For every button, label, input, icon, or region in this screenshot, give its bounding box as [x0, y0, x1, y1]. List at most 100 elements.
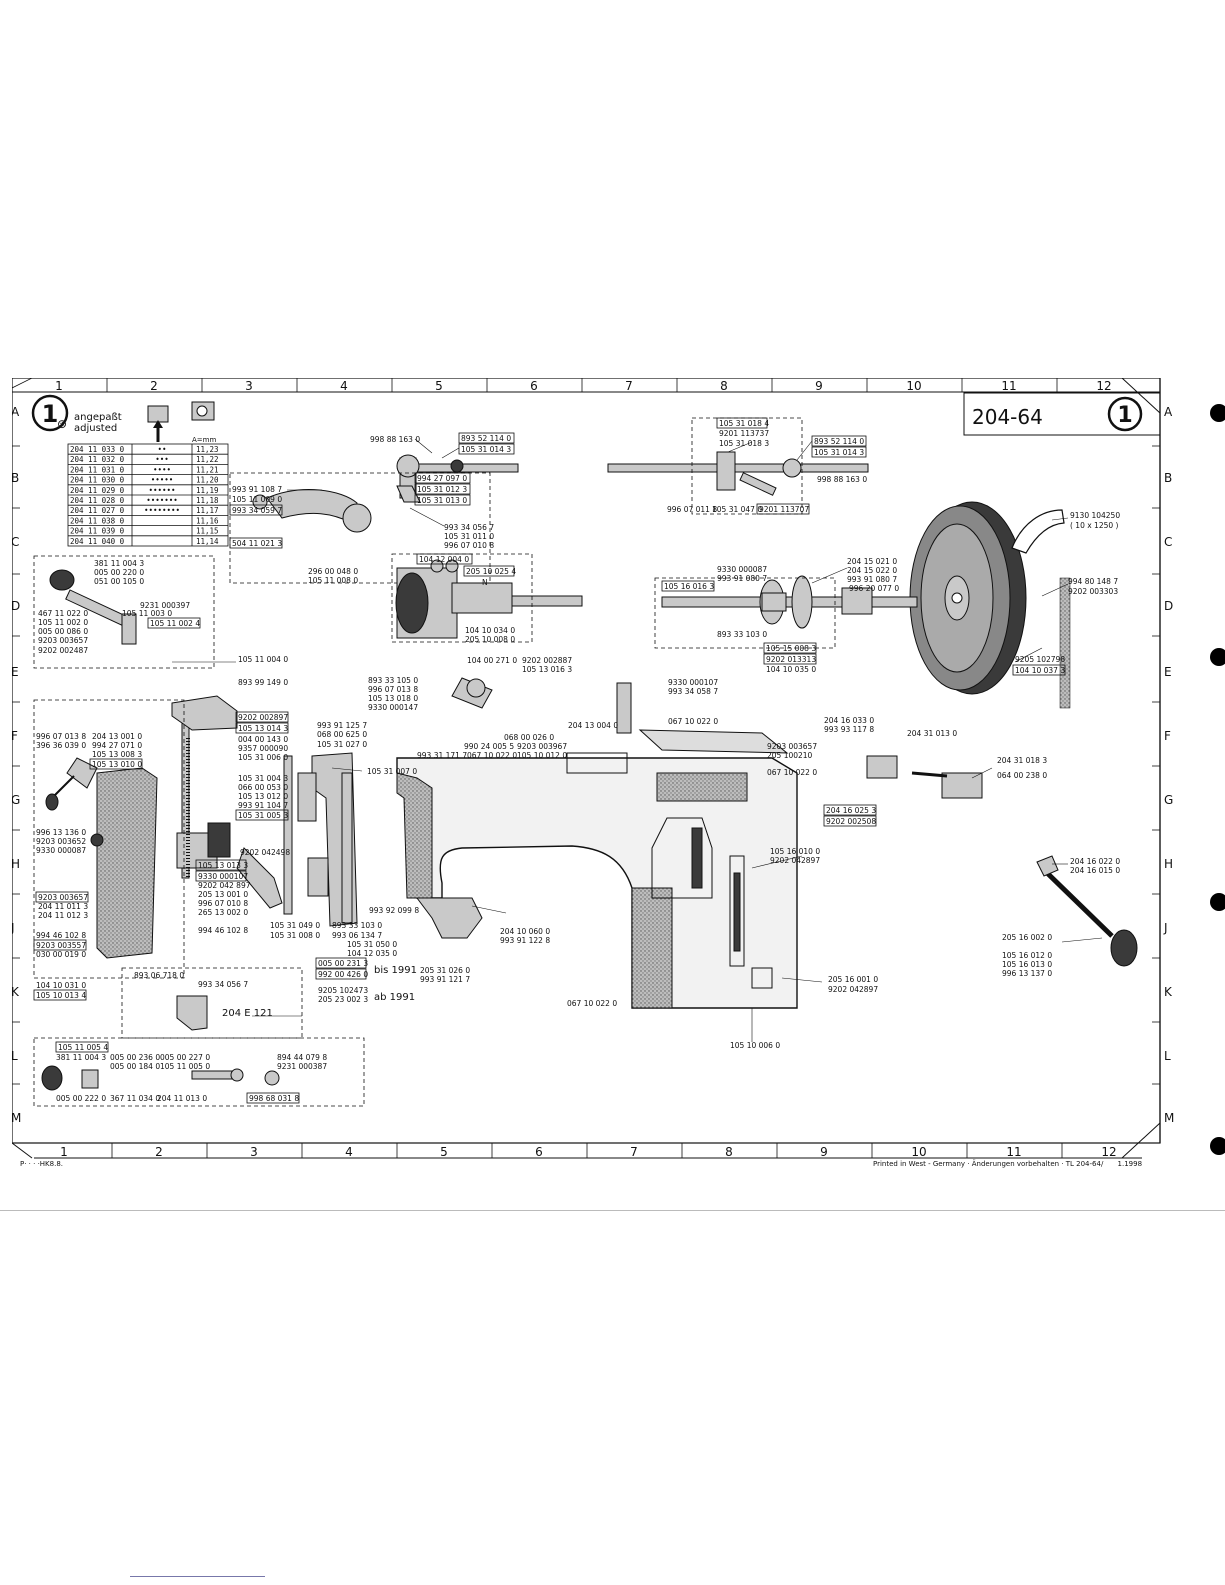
adjust-row-value: 11,23 — [196, 445, 219, 454]
label-204-16-033-0: 204 16 033 0 — [824, 716, 874, 725]
label-9330-000087: 9330 000087 — [717, 565, 767, 574]
col-1-bottom: 1 — [60, 1145, 68, 1159]
label-105-31-005-3: 105 31 005 3 — [238, 811, 288, 820]
col-6-bottom: 6 — [535, 1145, 543, 1159]
asterisk-icon: ⊛ — [57, 417, 67, 431]
label-9201-113737: 9201 113737 — [719, 429, 769, 438]
col-8: 8 — [720, 379, 728, 393]
label-9205-102798: 9205 102798 — [1015, 655, 1065, 664]
label-994-27-097-0: 994 27 097 0 — [417, 474, 467, 483]
label-205-16-002-0: 205 16 002 0 — [1002, 933, 1052, 942]
label-105-31-014-3: 105 31 014 3 — [461, 445, 511, 454]
label-104-10-031-0: 104 10 031 0 — [36, 981, 86, 990]
belt-drawing — [1011, 509, 1065, 554]
label-105-15-008-3: 105 15 008 3 — [766, 644, 816, 653]
label-005-00-231-3: 005 00 231 3 — [318, 959, 368, 968]
label-993-34-058-7: 993 34 058 7 — [668, 687, 718, 696]
adjust-pin-drawing — [147, 405, 169, 423]
scan-bottom-bar — [130, 1576, 265, 1577]
label-893-99-149-0: 893 99 149 0 — [238, 678, 288, 687]
label-996-07-010-8: 996 07 010 8 — [444, 541, 494, 550]
parts-diagram: 1 2 3 4 5 6 7 8 9 10 11 12 1 2 3 4 5 6 7… — [10, 377, 1174, 1159]
col-7-bottom: 7 — [630, 1145, 638, 1159]
col-3-bottom: 3 — [250, 1145, 258, 1159]
label-105-16-016-3: 105 16 016 3 — [664, 582, 714, 591]
label-204-11-013-0: 204 11 013 0 — [157, 1094, 207, 1103]
label-105-31-012-3: 105 31 012 3 — [417, 485, 467, 494]
label-998-68-031-8: 998 68 031 8 — [249, 1094, 299, 1103]
label-bis-1991: bis 1991 — [374, 965, 417, 976]
label-993-91-080-7-b: 993 91 080 7 — [847, 575, 897, 584]
label-894-44-079-8: 894 44 079 8 — [277, 1053, 327, 1062]
label-105-31-018-3: 105 31 018 3 — [719, 439, 769, 448]
label-9203-003657: 9203 003657 — [38, 636, 88, 645]
label-996-07-013-8-b: 996 07 013 8 — [368, 685, 418, 694]
row-G: G — [12, 793, 20, 807]
row-H: H — [12, 857, 20, 871]
label-005-00-227-0: 005 00 227 0 — [160, 1053, 210, 1062]
adjust-row-part: 204 11 039 0 — [70, 527, 125, 536]
label-105-31-008-0: 105 31 008 0 — [270, 931, 320, 940]
col-8-bottom: 8 — [725, 1145, 733, 1159]
label-9203-003967: 9203 003967 — [517, 742, 567, 751]
label-893-33-103-0: 893 33 103 0 — [717, 630, 767, 639]
label-204-13-004-0: 204 13 004 0 — [568, 721, 618, 730]
label-9202-002897: 9202 002897 — [238, 713, 288, 722]
col-2: 2 — [150, 379, 158, 393]
label-993-91-108-7: 993 91 108 7 — [232, 485, 282, 494]
label-204-15-021-0: 204 15 021 0 — [847, 557, 897, 566]
label-993-91-080-7-a: 993 91 080 7 — [717, 574, 767, 583]
label-105-11-004-0: 105 11 004 0 — [238, 655, 288, 664]
label-068-00-625-0: 068 00 625 0 — [317, 730, 367, 739]
label-105-13-014-3: 105 13 014 3 — [238, 724, 288, 733]
row-K-right: K — [1164, 985, 1173, 999]
parts-diagram-sheet: 1 2 3 4 5 6 7 8 9 10 11 12 1 2 3 4 5 6 7… — [10, 377, 1217, 1174]
label-993-34-056-7: 993 34 056 7 — [444, 523, 494, 532]
label-265-13-002-0: 265 13 002 0 — [198, 908, 248, 917]
label-381-11-004-3-b: 381 11 004 3 — [56, 1053, 106, 1062]
scale-strip — [1059, 577, 1071, 709]
punch-hole-1 — [1210, 404, 1225, 422]
group-box-d1 — [33, 555, 215, 669]
adjust-row-dots: •• — [157, 445, 166, 454]
label-105-31-011-0: 105 31 011 0 — [444, 532, 494, 541]
knee-lifter — [1036, 855, 1138, 967]
adjust-row-dots: •••• — [153, 465, 171, 474]
label-993-91-122-8: 993 91 122 8 — [500, 936, 550, 945]
label-105-16-013-0: 105 16 013 0 — [1002, 960, 1052, 969]
adjust-row-value: 11,18 — [196, 496, 219, 505]
label-005-00-086-0: 005 00 086 0 — [38, 627, 88, 636]
label-893-33-105-0: 893 33 105 0 — [368, 676, 418, 685]
label-996-07-011-8: 996 07 011 8 — [667, 505, 717, 514]
label-9202-042498: 9202 042498 — [240, 848, 290, 857]
label-105-11-003-0: 105 11 003 0 — [122, 609, 172, 618]
label-005-00-222-0: 005 00 222 0 — [56, 1094, 106, 1103]
row-L-right: L — [1164, 1049, 1171, 1063]
adjust-row-value: 11,14 — [196, 537, 219, 546]
col-2-bottom: 2 — [155, 1145, 163, 1159]
label-105-10-013-4: 105 10 013 4 — [36, 991, 86, 1000]
label-105-31-013-0: 105 31 013 0 — [417, 496, 467, 505]
adjust-row-part: 204 11 040 0 — [70, 537, 125, 546]
label-204-16-022-0: 204 16 022 0 — [1070, 857, 1120, 866]
label-9203-003652: 9203 003652 — [36, 837, 86, 846]
label-504-11-021-3: 504 11 021 3 — [232, 539, 282, 548]
adjust-row-part: 204 11 038 0 — [70, 516, 125, 525]
label-105-11-005-0: 105 11 005 0 — [160, 1062, 210, 1071]
footer-right: Printed in West - Germany · Änderungen v… — [873, 1160, 1142, 1168]
adjust-row-part: 204 11 032 0 — [70, 455, 125, 464]
label-205-16-001-0: 205 16 001 0 — [828, 975, 878, 984]
label-204-31-013-0: 204 31 013 0 — [907, 729, 957, 738]
label-993-06-134-7: 993 06 134 7 — [332, 931, 382, 940]
label-893-52-114-0: 893 52 114 0 — [461, 434, 511, 443]
col-4-bottom: 4 — [345, 1145, 353, 1159]
label-467-11-022-0: 467 11 022 0 — [38, 609, 88, 618]
col-12-bottom: 12 — [1101, 1145, 1116, 1159]
label-105-13-013-3: 105 13 013 3 — [198, 861, 248, 870]
row-B-right: B — [1164, 471, 1172, 485]
label-064-00-238-0: 064 00 238 0 — [997, 771, 1047, 780]
label-9202-013313: 9202 013313 — [766, 655, 816, 664]
scan-edge-line — [0, 1210, 1225, 1211]
sheet-title: 204-64 — [972, 405, 1043, 429]
label-067-10-022-0-b: 067 10 022 0 — [467, 751, 517, 760]
